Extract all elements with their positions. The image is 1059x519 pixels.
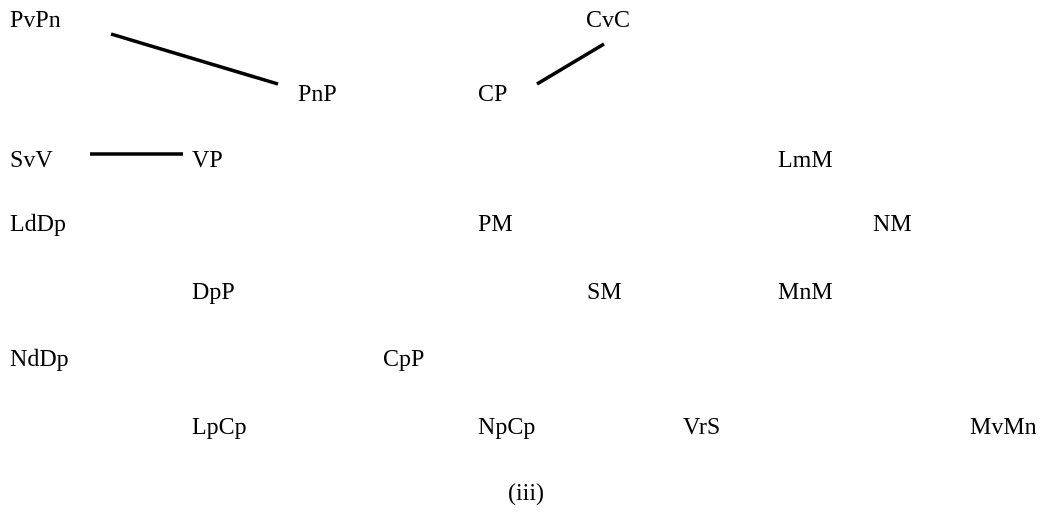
node-mvmn: MvMn <box>970 414 1037 440</box>
node-npcp: NpCp <box>478 414 536 440</box>
node-mnm: MnM <box>778 279 833 305</box>
node-dpp: DpP <box>192 279 235 305</box>
edge-pvpn-pnp <box>110 32 279 86</box>
node-svv: SvV <box>10 147 53 173</box>
node-vp: VP <box>192 147 223 173</box>
diagram-caption: (iii) <box>508 480 544 506</box>
node-pnp: PnP <box>298 81 337 107</box>
node-lmm: LmM <box>778 147 833 173</box>
node-nm: NM <box>873 211 912 237</box>
node-cp: CP <box>478 81 508 107</box>
node-cpp: CpP <box>383 346 425 372</box>
node-lddp: LdDp <box>10 211 66 237</box>
node-vrs: VrS <box>683 414 721 440</box>
node-sm: SM <box>587 279 622 305</box>
node-pm: PM <box>478 211 513 237</box>
node-cvc: CvC <box>586 7 631 33</box>
edge-cp-cvc <box>536 42 605 86</box>
node-lpcp: LpCp <box>192 414 247 440</box>
node-pvpn: PvPn <box>10 7 61 33</box>
node-nddp: NdDp <box>10 346 69 372</box>
